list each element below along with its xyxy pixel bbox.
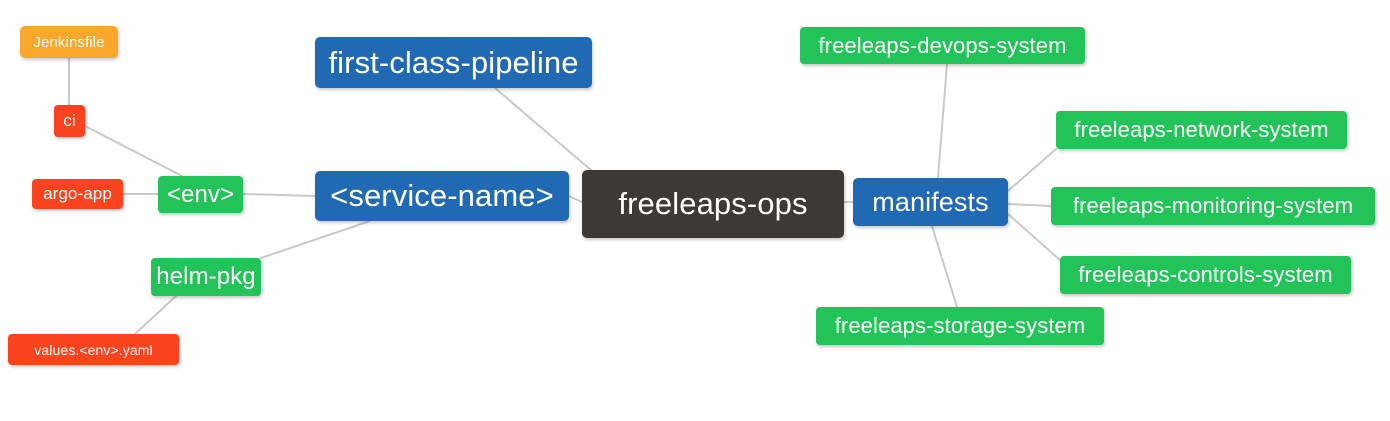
mindmap-node-argo-app[interactable]: argo-app	[32, 179, 123, 209]
edge-manifests-to-freeleaps-monitoring-system	[1007, 203, 1052, 207]
edge-helm-pkg-to-values-env-yaml	[134, 295, 177, 335]
node-label: freeleaps-ops	[618, 186, 808, 221]
node-label: argo-app	[43, 184, 112, 203]
node-label: freeleaps-controls-system	[1078, 262, 1333, 287]
edge-manifests-to-freeleaps-network-system	[1007, 148, 1057, 192]
mindmap-node-root[interactable]: freeleaps-ops	[582, 170, 844, 238]
edge-manifests-to-freeleaps-devops-system	[937, 63, 948, 179]
node-label: helm-pkg	[156, 263, 256, 290]
mindmap-node-freeleaps-monitoring-system[interactable]: freeleaps-monitoring-system	[1051, 187, 1375, 225]
mindmap-node-jenkinsfile[interactable]: Jenkinsfile	[20, 26, 118, 58]
node-label: first-class-pipeline	[328, 44, 579, 80]
node-label: <env>	[166, 180, 235, 208]
edge-service-name-to-env	[242, 193, 316, 197]
node-label: Jenkinsfile	[33, 33, 105, 51]
edge-env-to-ci	[84, 125, 183, 177]
node-label: values.<env>.yaml	[34, 341, 153, 358]
node-label: freeleaps-devops-system	[818, 32, 1067, 58]
mindmap-node-env[interactable]: <env>	[158, 176, 243, 213]
node-label: ci	[63, 111, 76, 130]
mindmap-node-freeleaps-devops-system[interactable]: freeleaps-devops-system	[800, 27, 1085, 64]
mindmap-node-manifests[interactable]: manifests	[853, 178, 1008, 226]
edge-root-to-first-class-pipeline	[494, 87, 593, 172]
mindmap-node-freeleaps-storage-system[interactable]: freeleaps-storage-system	[816, 307, 1104, 345]
edge-manifests-to-freeleaps-storage-system	[931, 225, 958, 308]
node-label: <service-name>	[330, 178, 554, 213]
mindmap-node-freeleaps-network-system[interactable]: freeleaps-network-system	[1056, 111, 1347, 149]
mindmap-node-service-name[interactable]: <service-name>	[315, 171, 569, 221]
mindmap-node-ci[interactable]: ci	[54, 105, 85, 137]
mindmap-node-first-class-pipeline[interactable]: first-class-pipeline	[315, 37, 592, 88]
mindmap-node-freeleaps-controls-system[interactable]: freeleaps-controls-system	[1060, 256, 1351, 294]
node-label: manifests	[872, 186, 989, 217]
edge-root-to-service-name	[568, 195, 583, 203]
node-label: freeleaps-storage-system	[834, 313, 1086, 338]
edge-service-name-to-helm-pkg	[260, 220, 371, 259]
node-label: freeleaps-network-system	[1074, 117, 1329, 142]
node-label: freeleaps-monitoring-system	[1072, 193, 1354, 218]
mindmap-node-values-env-yaml[interactable]: values.<env>.yaml	[8, 334, 179, 365]
mindmap-node-helm-pkg[interactable]: helm-pkg	[151, 258, 261, 296]
